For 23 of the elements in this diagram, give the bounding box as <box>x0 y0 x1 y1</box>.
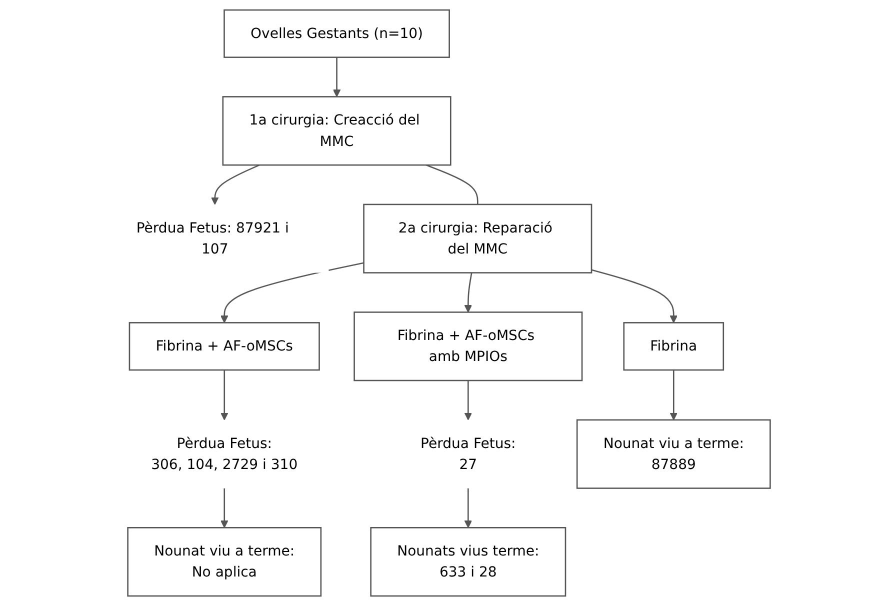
arrow <box>670 370 678 420</box>
arrow <box>333 57 342 98</box>
arrow <box>464 380 472 420</box>
node-box: Nounats vius terme: 633 i 28 <box>370 527 567 597</box>
node-box: Ovelles Gestants (n=10) <box>224 9 450 58</box>
node-box: 2a cirurgia: Reparació del MMC <box>364 204 593 274</box>
arrow <box>211 164 260 205</box>
arrow <box>220 262 364 324</box>
node-box: Nounat viu a terme: No aplica <box>128 527 322 597</box>
node-box: Nounat viu a terme: 87889 <box>576 419 772 489</box>
node-text: Pèrdua Fetus: 87921 i 107 <box>136 219 290 258</box>
arrow <box>220 488 229 528</box>
arrow <box>592 269 678 324</box>
connector <box>426 164 479 204</box>
arrow <box>464 488 472 528</box>
node-box: Fibrina <box>624 322 724 371</box>
arrow <box>220 370 229 420</box>
arrow <box>464 272 473 313</box>
node-box: Fibrina + AF-oMSCs <box>129 322 320 371</box>
node-text: Pèrdua Fetus: 306, 104, 2729 i 310 <box>151 434 298 472</box>
node-box: 1a cirurgia: Creacció del MMC <box>222 96 452 166</box>
node-box: Fibrina + AF-oMSCs amb MPIOs <box>354 312 584 382</box>
node-text: Pèrdua Fetus: 27 <box>420 434 516 472</box>
